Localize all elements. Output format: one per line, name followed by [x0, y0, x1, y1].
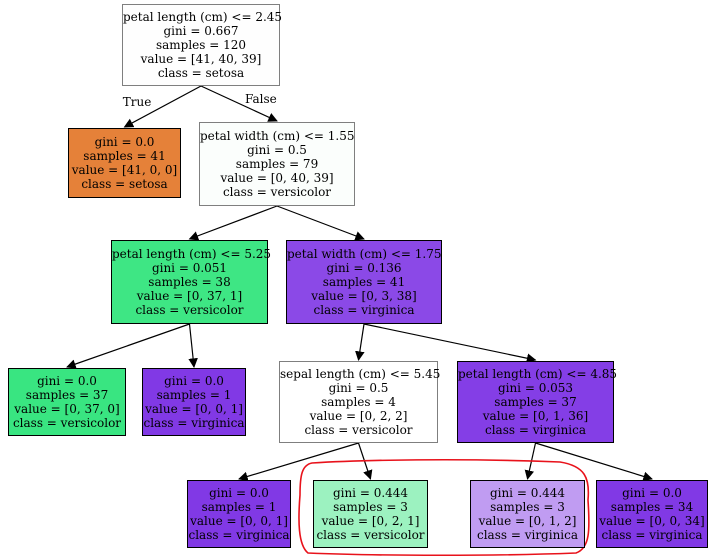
node-text-line: gini = 0.053	[497, 381, 574, 395]
edge-n3-n5	[66, 323, 190, 369]
node-text-line: gini = 0.5	[328, 381, 389, 395]
node-text-line: value = [0, 1, 36]	[482, 409, 589, 423]
node-text-line: samples = 41	[322, 275, 406, 289]
edge-n0-n1	[123, 85, 202, 128]
node-text-line: samples = 120	[155, 38, 247, 52]
node-text-line: samples = 37	[494, 395, 577, 409]
node-text-line: value = [0, 0, 34]	[599, 514, 705, 528]
node-text-line: gini = 0.0	[164, 374, 224, 388]
node-text-line: petal length (cm) <= 2.45	[123, 10, 283, 24]
node-text-line: samples = 3	[333, 500, 408, 514]
node-text-line: petal length (cm) <= 4.85	[458, 367, 618, 381]
node-text-line: class = virginica	[476, 528, 579, 542]
edge-n2-n4	[276, 205, 365, 241]
node-text-line: gini = 0.0	[37, 374, 97, 388]
edge-n3-n6	[188, 323, 198, 368]
node-text-line: class = setosa	[81, 177, 168, 191]
edges-layer	[66, 85, 653, 482]
node-text-line: samples = 3	[490, 500, 565, 514]
node-text-line: value = [41, 0, 0]	[71, 163, 178, 177]
node-text-line: value = [0, 2, 2]	[309, 409, 408, 423]
node-text-line: samples = 1	[156, 388, 232, 402]
node-text-line: gini = 0.444	[332, 486, 409, 500]
node-text-line: samples = 34	[610, 500, 694, 514]
node-text-line: class = virginica	[143, 416, 245, 430]
node-text-line: gini = 0.0	[94, 135, 155, 149]
node-text-line: value = [0, 37, 0]	[14, 402, 120, 416]
node-text-line: value = [0, 1, 2]	[478, 514, 577, 528]
node-text-line: class = virginica	[484, 423, 587, 437]
node-text-line: class = versicolor	[12, 416, 122, 430]
node-text-line: sepal length (cm) <= 5.45	[280, 367, 441, 381]
node-text-line: class = setosa	[157, 66, 245, 80]
node-text-line: samples = 4	[321, 395, 396, 409]
node-text-line: value = [0, 0, 1]	[190, 514, 288, 528]
edge-n8-n12	[535, 442, 653, 482]
node-text-line: samples = 41	[83, 149, 166, 163]
node-text-line: class = virginica	[188, 528, 290, 542]
node-text-line: samples = 79	[235, 157, 319, 171]
node-text-line: gini = 0.0	[622, 486, 682, 500]
node-text-line: petal width (cm) <= 1.75	[287, 247, 442, 261]
edge-n0-n2	[200, 85, 278, 122]
node-text-line: samples = 38	[148, 275, 231, 289]
node-text-line: class = virginica	[313, 303, 415, 317]
node-text-line: class = versicolor	[135, 303, 244, 317]
node-text-line: gini = 0.667	[163, 24, 239, 38]
node-text-line: gini = 0.051	[151, 261, 228, 275]
node-text-line: samples = 1	[201, 500, 277, 514]
highlight-annotation	[298, 458, 590, 557]
node-text-line: value = [0, 40, 39]	[220, 171, 334, 185]
node-text-line: value = [41, 40, 39]	[140, 52, 262, 66]
node-text-line: value = [0, 0, 1]	[145, 402, 243, 416]
edge-n2-n3	[188, 205, 278, 241]
node-text-line: gini = 0.0	[209, 486, 269, 500]
node-text-line: petal length (cm) <= 5.25	[112, 247, 272, 261]
node-text-line: gini = 0.136	[326, 261, 402, 275]
node-text-line: gini = 0.444	[489, 486, 566, 500]
node-text-line: petal width (cm) <= 1.55	[200, 129, 355, 143]
node-text-line: gini = 0.5	[247, 143, 307, 157]
edge-n7-n9	[238, 442, 359, 482]
node-text-line: class = versicolor	[316, 528, 425, 542]
edge-label-false: False	[245, 92, 277, 106]
edge-n4-n8	[363, 323, 537, 363]
node-text-line: samples = 37	[25, 388, 109, 402]
node-text-line: value = [0, 2, 1]	[321, 514, 420, 528]
edge-n4-n7	[355, 323, 365, 361]
edge-label-true: True	[122, 95, 152, 109]
node-text-line: value = [0, 3, 38]	[311, 289, 417, 303]
node-text-line: class = virginica	[601, 528, 703, 542]
node-text-line: value = [0, 37, 1]	[136, 289, 243, 303]
node-text-line: class = versicolor	[222, 185, 332, 199]
node-text-line: class = versicolor	[304, 423, 413, 437]
